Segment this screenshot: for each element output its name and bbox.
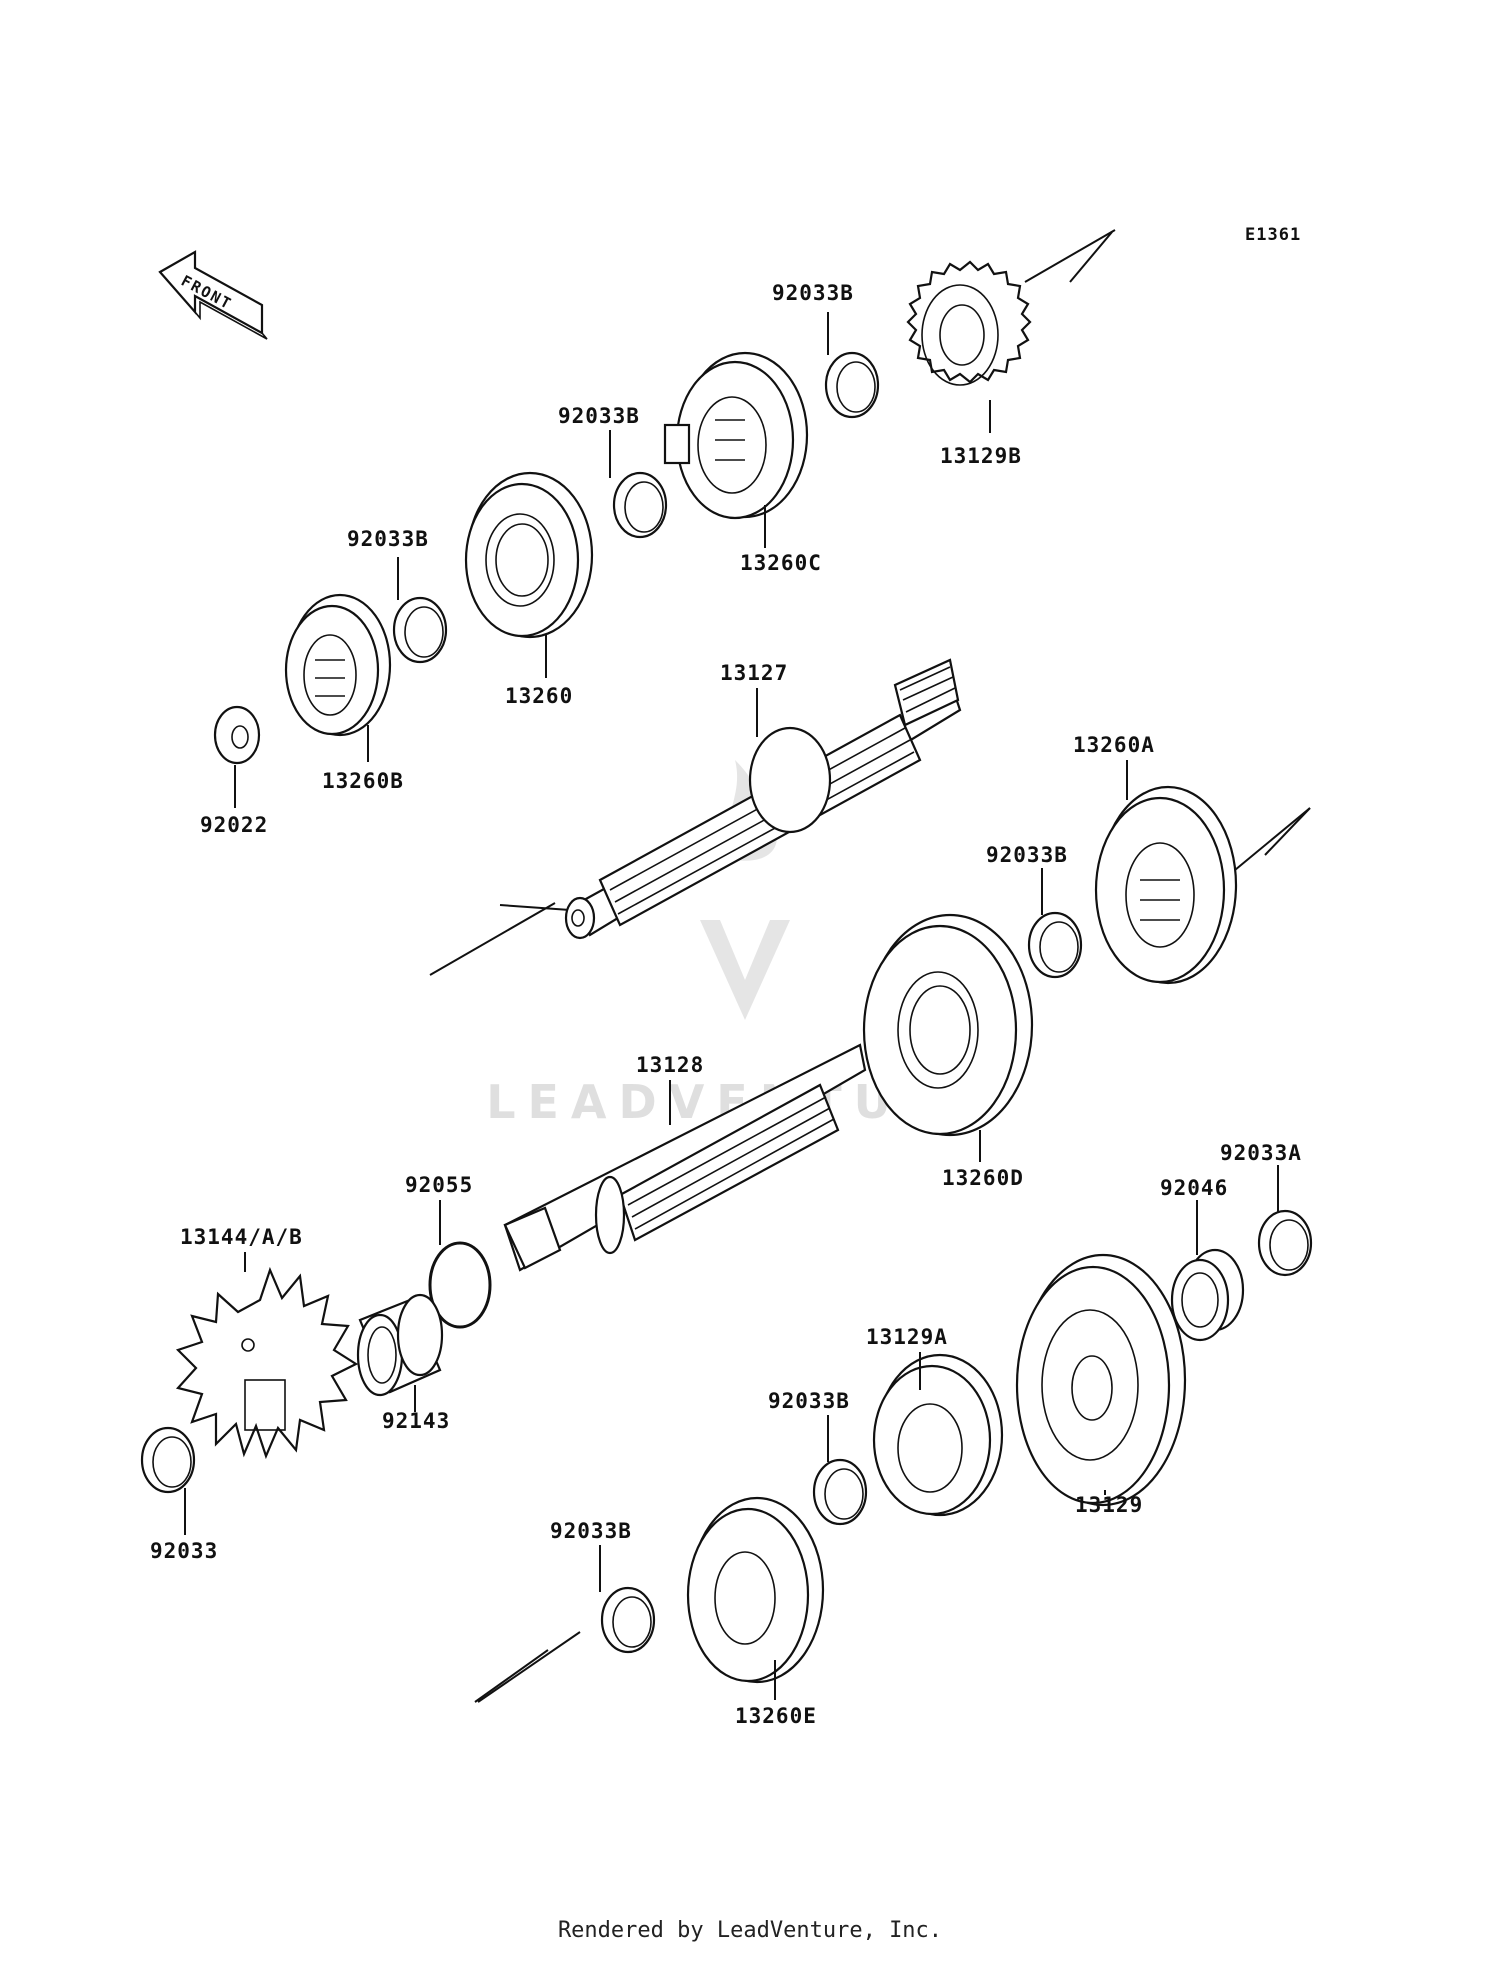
label-92046: 92046 xyxy=(1160,1176,1228,1200)
gear-13129a xyxy=(872,1353,1004,1517)
label-92033: 92033 xyxy=(150,1539,218,1563)
label-92033b-2: 92033B xyxy=(558,404,640,428)
label-92033b-4: 92033B xyxy=(986,843,1068,867)
label-13260b: 13260B xyxy=(322,769,404,793)
label-13129b: 13129B xyxy=(940,444,1022,468)
label-13129: 13129 xyxy=(1075,1493,1143,1517)
axis-guide-lines xyxy=(429,229,1311,1703)
footer-credit: Rendered by LeadVenture, Inc. xyxy=(557,1918,943,1943)
circlip-92033b-2 xyxy=(612,471,668,539)
gear-13260b xyxy=(284,593,392,737)
circlip-92033b-3 xyxy=(392,596,448,664)
label-13127: 13127 xyxy=(720,661,788,685)
gear-13129b xyxy=(906,260,1032,386)
leader-lines xyxy=(184,312,1279,1700)
collar-92143 xyxy=(356,1293,444,1397)
gear-13260c xyxy=(663,351,809,520)
label-13260d: 13260D xyxy=(942,1166,1024,1190)
circlip-92033b-5 xyxy=(812,1458,868,1526)
label-92033b-3: 92033B xyxy=(347,527,429,551)
label-92143: 92143 xyxy=(382,1409,450,1433)
input-shaft xyxy=(564,658,962,940)
output-shaft xyxy=(503,1043,867,1272)
label-92055: 92055 xyxy=(405,1173,473,1197)
part-labels: 92033B 13129B 92033B 13260C 92033B 13260… xyxy=(150,281,1302,1728)
reference-code: E1361 xyxy=(1245,225,1301,245)
label-13260: 13260 xyxy=(505,684,573,708)
label-92022: 92022 xyxy=(200,813,268,837)
sprocket-13144 xyxy=(175,1266,359,1460)
circlip-92033a xyxy=(1257,1209,1313,1277)
label-13128: 13128 xyxy=(636,1053,704,1077)
o-ring-92055 xyxy=(428,1241,492,1329)
gear-13260 xyxy=(464,471,594,639)
label-13260c: 13260C xyxy=(740,551,822,575)
label-13260e: 13260E xyxy=(735,1704,817,1728)
label-13144-a-b: 13144/A/B xyxy=(180,1225,303,1249)
circlip-92033 xyxy=(140,1426,196,1494)
gear-13260d xyxy=(862,913,1034,1137)
label-92033b-5: 92033B xyxy=(768,1389,850,1413)
needle-bearing-92046 xyxy=(1170,1248,1245,1342)
washer-92022 xyxy=(213,705,261,765)
label-92033a: 92033A xyxy=(1220,1141,1302,1165)
gear-13260e xyxy=(686,1496,825,1684)
gear-13260a xyxy=(1094,785,1238,985)
label-92033b-1: 92033B xyxy=(772,281,854,305)
gear-13129 xyxy=(1015,1253,1187,1507)
circlip-92033b-6 xyxy=(600,1586,656,1654)
label-92033b-6: 92033B xyxy=(550,1519,632,1543)
front-arrow-icon: FRONT xyxy=(158,250,268,340)
circlip-92033b-1 xyxy=(824,351,880,419)
label-13129a: 13129A xyxy=(866,1325,948,1349)
label-13260a: 13260A xyxy=(1073,733,1155,757)
circlip-92033b-4 xyxy=(1027,911,1083,979)
